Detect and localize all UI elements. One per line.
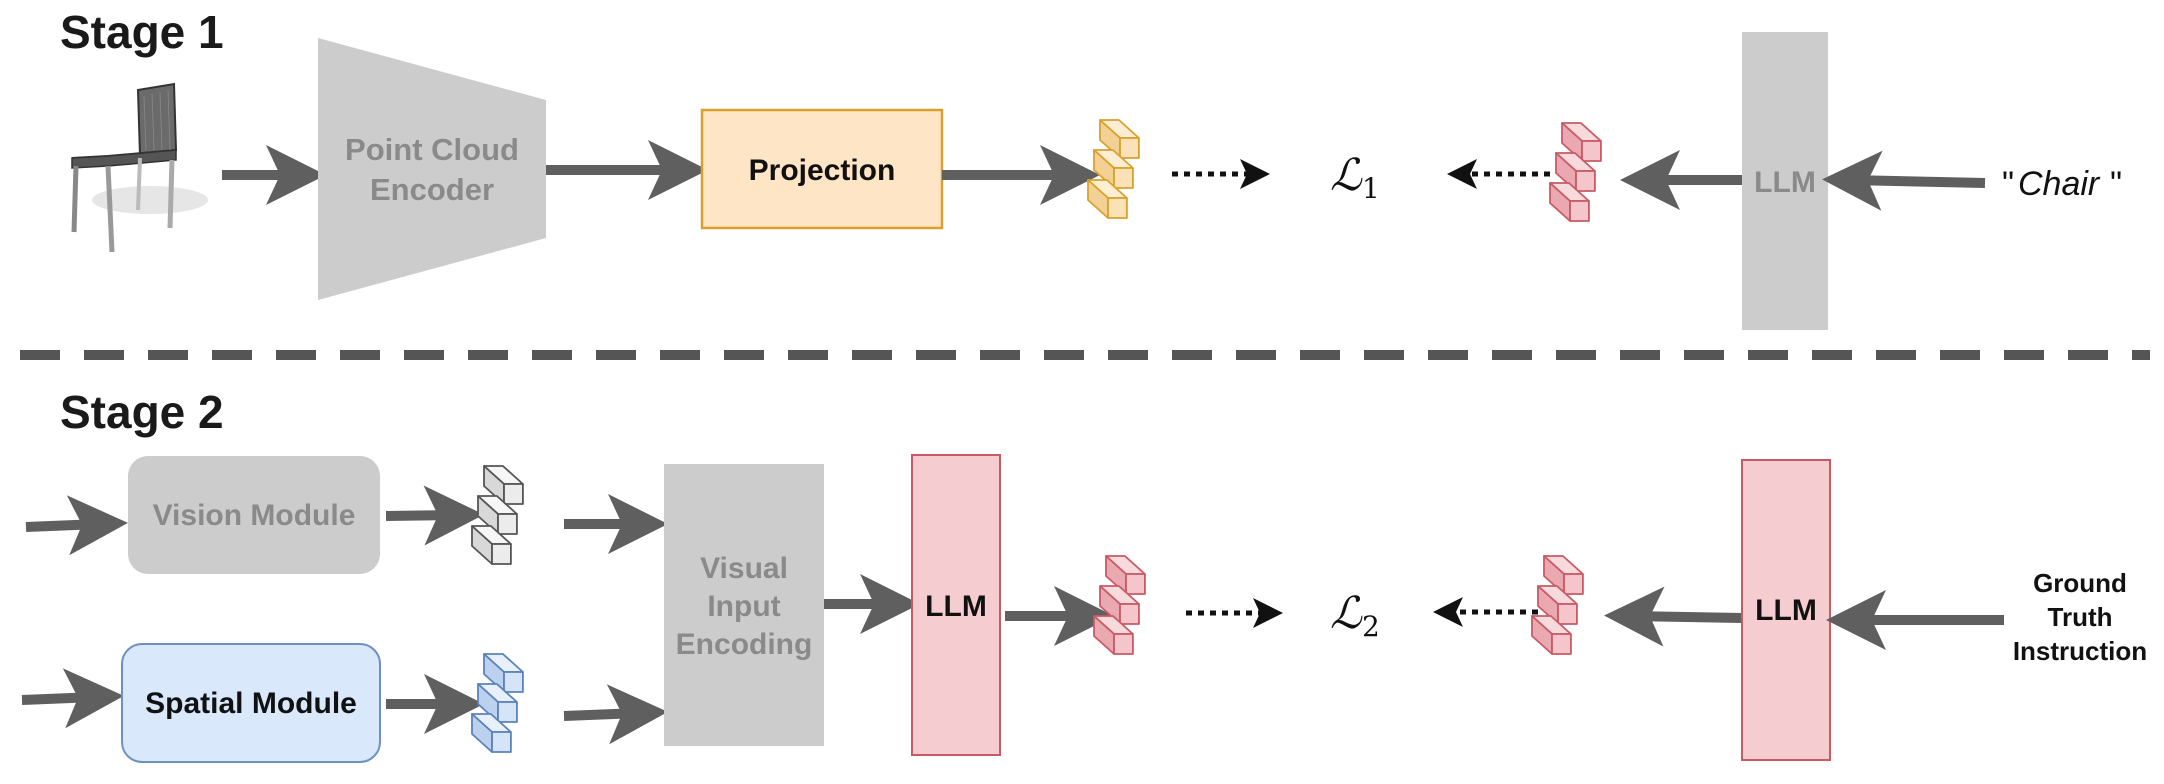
visual-input-encoding-block <box>664 464 824 746</box>
token-layer <box>1531 615 1572 655</box>
token-stack-grey <box>471 465 524 565</box>
token-stack-red-stage1 <box>1549 122 1602 222</box>
stage1-title: Stage 1 <box>60 6 224 58</box>
gt-label-line2: Truth <box>2048 602 2113 632</box>
token-stack-blue <box>471 653 524 753</box>
loss1-script-l: ℒ <box>1330 150 1363 201</box>
token-stack-orange <box>1087 119 1140 219</box>
loss1-subscript: 1 <box>1362 172 1380 205</box>
token-layer <box>483 653 524 693</box>
projection-block <box>700 108 944 230</box>
arrow-vision-to-tokens <box>385 485 484 546</box>
spatial-module-block <box>121 643 381 763</box>
token-stack-red-stage2-left <box>1093 555 1146 655</box>
arrow-input-to-vision <box>25 495 128 556</box>
token-layer <box>1099 119 1140 159</box>
token-layer <box>477 683 518 723</box>
arrow-blue-tokens-to-visual-input <box>563 684 668 745</box>
visual-input-label-line1: Visual <box>700 552 788 585</box>
arrow-text-to-llm <box>1822 150 1986 211</box>
encoder-label-line2: Encoder <box>370 172 494 207</box>
llm-label-stage2-right: LLM <box>1755 594 1817 627</box>
gt-label-line1: Ground <box>2033 568 2127 598</box>
token-layer <box>477 495 518 535</box>
token-layer <box>471 713 512 753</box>
projection-label: Projection <box>749 154 896 187</box>
text-input-chair: " Chair " <box>2002 165 2122 203</box>
text-input-chair-word: Chair <box>2018 165 2101 203</box>
loss2-symbol: ℒ 2 <box>1330 588 1380 643</box>
vision-module-block <box>128 456 380 574</box>
token-layer <box>1087 179 1128 219</box>
token-layer <box>1537 585 1578 625</box>
arrow-input-to-spatial <box>21 668 124 729</box>
svg-text:": " <box>2110 165 2122 203</box>
svg-text:": " <box>2002 165 2014 203</box>
loss2-subscript: 2 <box>1362 610 1380 643</box>
loss2-script-l: ℒ <box>1330 588 1363 639</box>
encoder-label-line1: Point Cloud <box>345 132 519 167</box>
arrow-llm-to-tokens-stage2-right <box>1604 586 1743 647</box>
visual-input-label-line3: Encoding <box>676 628 813 661</box>
stage2-title: Stage 2 <box>60 386 224 438</box>
loss1-symbol: ℒ 1 <box>1330 150 1380 205</box>
llm-block-stage2-right <box>1741 459 1831 761</box>
point-cloud-encoder-block <box>318 38 546 300</box>
visual-input-label-line2: Input <box>707 590 780 623</box>
gt-label-line3: Instruction <box>2013 636 2147 666</box>
llm-block-stage2-left <box>911 454 1001 756</box>
token-layer <box>1093 615 1134 655</box>
token-layer <box>471 525 512 565</box>
llm-label-stage2-left: LLM <box>925 590 987 623</box>
token-layer <box>483 465 524 505</box>
token-layer <box>1549 182 1590 222</box>
llm-label-stage1: LLM <box>1754 166 1816 199</box>
spatial-module-label: Spatial Module <box>145 687 357 720</box>
token-stack-red-stage2-right <box>1531 555 1584 655</box>
chair-image <box>71 82 208 253</box>
vision-module-label: Vision Module <box>153 499 356 532</box>
token-layer <box>1099 585 1140 625</box>
llm-block-stage1 <box>1742 32 1828 330</box>
